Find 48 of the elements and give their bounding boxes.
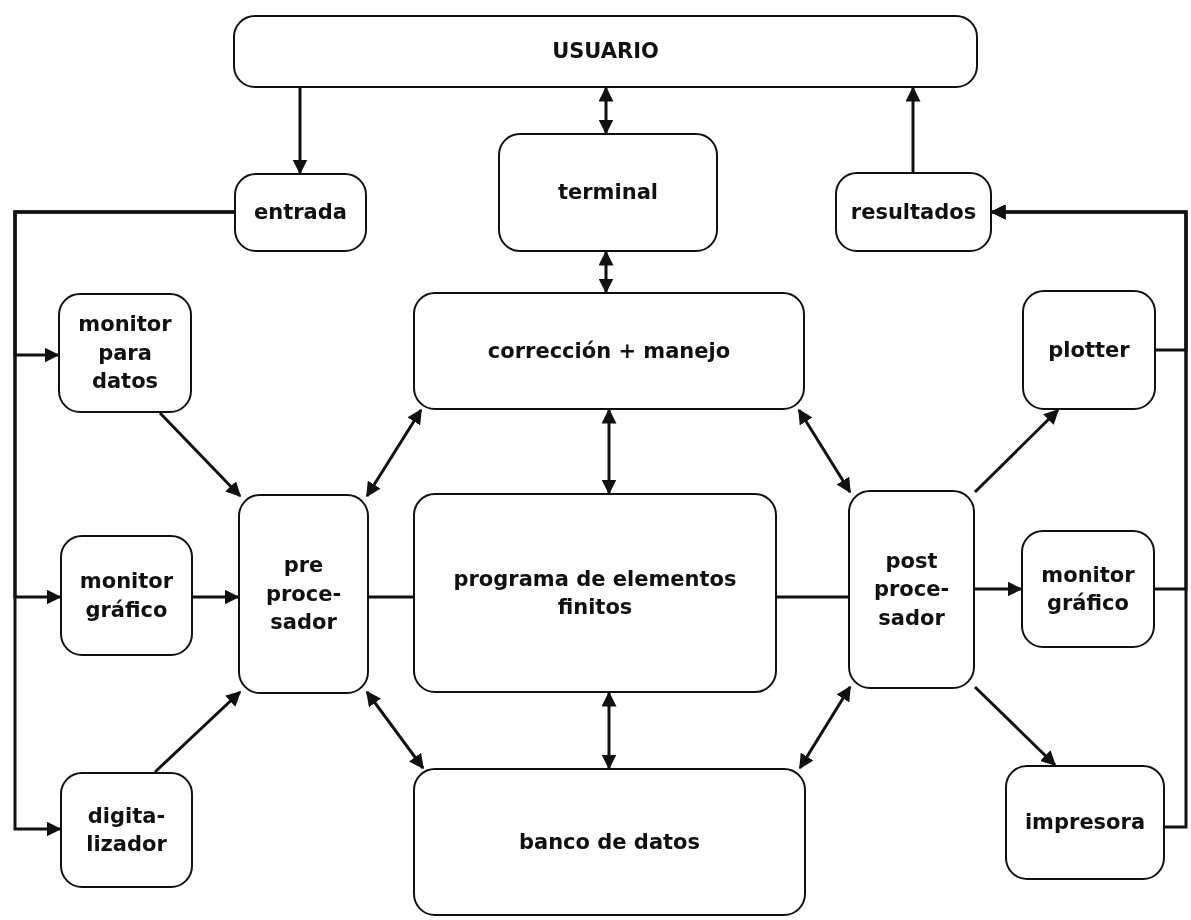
connector-arrow xyxy=(975,581,1023,597)
node-label: USUARIO xyxy=(551,38,660,66)
printer-box xyxy=(1005,765,1165,880)
node-label: monitor para datos xyxy=(77,311,173,396)
input-box xyxy=(234,173,367,252)
connector-arrow xyxy=(973,685,1057,767)
node-label: banco de datos xyxy=(517,828,702,856)
database-box xyxy=(413,768,806,916)
results-box xyxy=(835,172,992,252)
connector-arrow xyxy=(153,690,242,774)
terminal-box xyxy=(498,133,718,252)
connector-arrow xyxy=(365,408,423,498)
monitor-box xyxy=(58,293,192,413)
connector-arrow xyxy=(797,408,852,494)
monitor-box xyxy=(60,535,193,656)
node-label: monitor gráfico xyxy=(1040,561,1136,617)
node-label: programa de elementos finitos xyxy=(452,565,738,621)
connector-arrow xyxy=(990,204,1188,829)
connector-arrow xyxy=(973,408,1060,494)
program-box xyxy=(413,493,777,693)
digitizer-box xyxy=(60,772,193,888)
node-label: monitor gráfico xyxy=(78,568,175,624)
connector-arrow xyxy=(798,685,852,770)
node-label: plotter xyxy=(1047,336,1131,364)
connector-arrow xyxy=(158,411,242,498)
user-box xyxy=(233,15,978,88)
connector-arrow xyxy=(598,250,614,294)
connector-arrow xyxy=(601,691,617,770)
node-label: pre proce- sador xyxy=(264,552,343,637)
postprocessor-box xyxy=(848,490,975,689)
monitor-box xyxy=(1021,530,1155,648)
plotter-box xyxy=(1022,290,1156,410)
node-label: impresora xyxy=(1023,809,1147,837)
node-label: corrección + manejo xyxy=(486,337,732,365)
connector-arrow xyxy=(598,86,614,135)
correction-box xyxy=(413,292,805,410)
connector-arrow xyxy=(905,86,921,172)
node-label: resultados xyxy=(849,198,978,226)
connector-arrow xyxy=(13,210,234,837)
node-label: entrada xyxy=(253,199,348,227)
connector-arrow xyxy=(292,88,308,175)
node-label: terminal xyxy=(556,179,659,207)
connector-arrow xyxy=(193,589,240,605)
node-label: digita- lizador xyxy=(85,802,168,858)
node-label: post proce- sador xyxy=(872,548,951,632)
connector-arrow xyxy=(365,690,425,770)
connector-arrow xyxy=(601,408,617,495)
preprocessor-box xyxy=(238,494,369,694)
